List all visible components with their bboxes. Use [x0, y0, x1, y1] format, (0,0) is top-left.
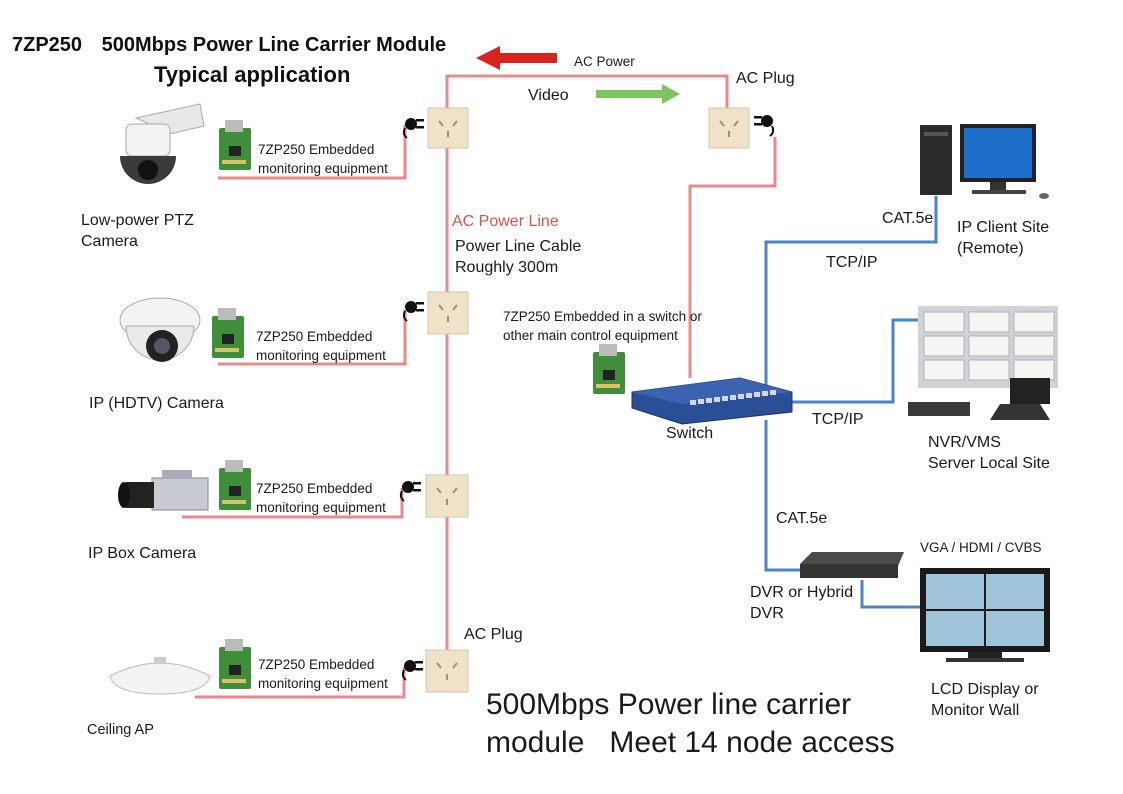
ac-socket-icon [427, 291, 469, 335]
ac-power-arrow [476, 46, 557, 70]
ac-socket-icon [427, 107, 469, 149]
module-label-ptz-2: monitoring equipment [258, 161, 388, 176]
dome-camera-icon [119, 297, 201, 362]
module-label-hdtv-1: 7ZP250 Embedded [256, 329, 373, 344]
plug-icon [754, 115, 775, 137]
dvr-label-2: DVR [750, 605, 784, 622]
plug-icon [401, 660, 423, 681]
nvr-video-wall-icon [908, 306, 1058, 420]
dvr-icon [800, 552, 904, 578]
vga-hdmi-cvbs-label: VGA / HDMI / CVBS [920, 540, 1042, 555]
plc-module-icon [593, 344, 625, 394]
lcd-label-2: Monitor Wall [931, 702, 1020, 719]
ceiling-ap-label: Ceiling AP [87, 722, 154, 738]
module-label-ap-2: monitoring equipment [258, 676, 388, 691]
lcd-monitor-icon [920, 568, 1050, 662]
product-name: 500Mbps Power Line Carrier Module [101, 34, 447, 56]
diagram-title: 7ZP250 500Mbps Power Line Carrier Module [12, 34, 446, 57]
ip-client-label-1: IP Client Site [957, 219, 1050, 236]
ptz-camera-label-1: Low-power PTZ [81, 212, 194, 229]
ac-socket-icon [425, 474, 469, 518]
switch-note-1: 7ZP250 Embedded in a switch or [503, 309, 702, 324]
ac-socket-icon [708, 107, 750, 149]
ac-power-label: AC Power [574, 54, 635, 69]
plug-icon [402, 118, 424, 139]
plug-icon [402, 301, 424, 322]
box-camera-label: IP Box Camera [88, 545, 197, 562]
ceiling-ap-icon [109, 657, 211, 695]
ip-client-label-2: (Remote) [957, 240, 1024, 257]
hdtv-camera-label: IP (HDTV) Camera [89, 395, 224, 412]
lcd-label-1: LCD Display or [931, 681, 1039, 698]
plc-module-icon [219, 639, 251, 689]
tcpip-mid-label: TCP/IP [812, 411, 864, 428]
tcpip-top-label: TCP/IP [826, 254, 878, 271]
desktop-pc-icon [920, 124, 1049, 199]
module-label-ap-1: 7ZP250 Embedded [258, 657, 375, 672]
module-label-box-1: 7ZP250 Embedded [256, 481, 373, 496]
video-arrow [596, 84, 680, 104]
product-code: 7ZP250 [12, 34, 83, 56]
video-label: Video [528, 87, 569, 104]
diagram-subtitle: Typical application [154, 62, 351, 87]
power-line-cable-label: Power Line Cable [455, 238, 582, 255]
ptz-camera-label-2: Camera [81, 233, 138, 250]
footer-line-1: 500Mbps Power line carrier [486, 688, 852, 721]
plc-module-icon [219, 460, 251, 510]
ptz-camera-icon [120, 103, 205, 184]
footer-line-2: module Meet 14 node access [486, 726, 895, 759]
module-label-ptz-1: 7ZP250 Embedded [258, 142, 375, 157]
switch-label: Switch [666, 425, 714, 442]
plug-icon [399, 481, 421, 502]
nvr-label-2: Server Local Site [928, 455, 1050, 472]
switch-note-2: other main control equipment [503, 328, 678, 343]
plc-module-icon [219, 120, 251, 170]
cable-length-label: Roughly 300m [455, 259, 559, 276]
ac-socket-icon [425, 649, 469, 693]
switch-icon [631, 377, 793, 425]
top-ac-plug-label: AC Plug [736, 70, 795, 87]
module-label-hdtv-2: monitoring equipment [256, 348, 386, 363]
module-label-box-2: monitoring equipment [256, 500, 386, 515]
bottom-ac-plug-label: AC Plug [464, 626, 523, 643]
cat5e-top-label: CAT.5e [882, 210, 934, 227]
box-camera-icon [118, 470, 209, 511]
dvr-label-1: DVR or Hybrid [750, 584, 854, 601]
nvr-label-1: NVR/VMS [928, 434, 1001, 451]
cat5e-bottom-label: CAT.5e [776, 510, 828, 527]
plc-module-icon [212, 308, 244, 358]
ac-power-line-label: AC Power Line [452, 213, 559, 230]
network-wiring [764, 196, 938, 609]
